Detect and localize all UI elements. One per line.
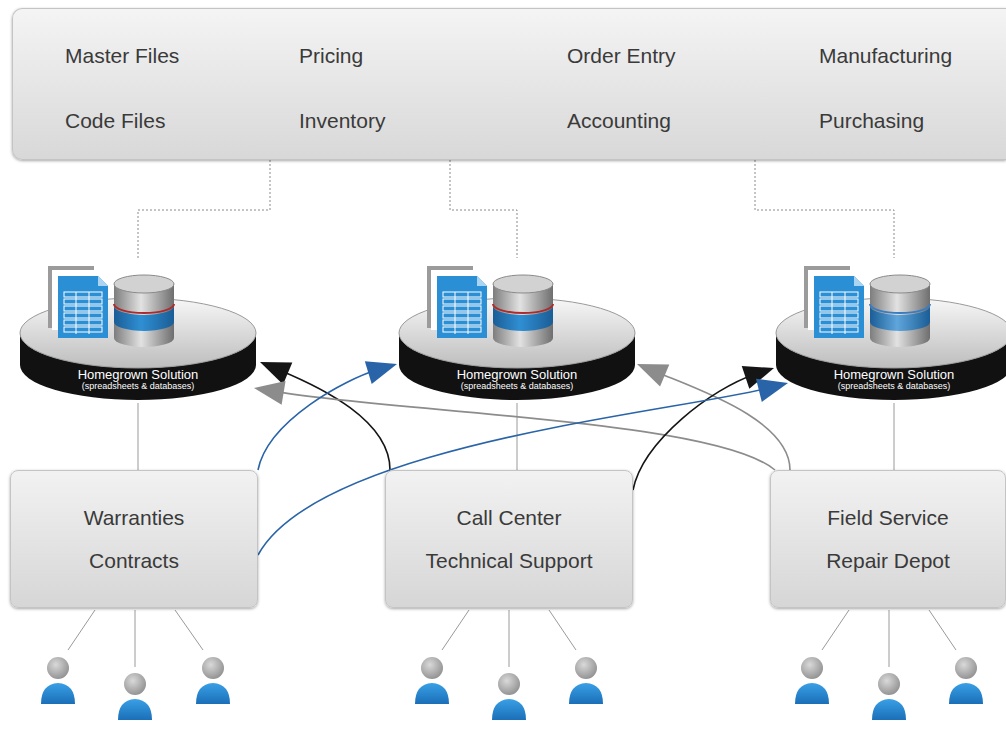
connector [637, 364, 790, 470]
flow-curve [258, 370, 376, 470]
module-name: Code Files [65, 108, 165, 133]
data-link [517, 403, 518, 470]
department-box: Call CenterTechnical Support [385, 470, 633, 608]
connector [258, 379, 788, 555]
dotted-link [450, 160, 517, 258]
department-name: Field Service [827, 505, 948, 530]
department-name: Technical Support [426, 548, 593, 573]
disk-subtitle: (spreadsheets & databases) [838, 382, 951, 391]
spreadsheet-icon [48, 266, 108, 338]
user-lines [68, 610, 956, 667]
connector [633, 366, 774, 490]
connector [138, 403, 139, 470]
module-name: Master Files [65, 43, 179, 68]
arrow-head [260, 362, 292, 385]
department-name: Warranties [84, 505, 185, 530]
arrow-head [365, 361, 397, 384]
flow-curve [657, 372, 790, 470]
module-name: Purchasing [819, 108, 924, 133]
data-link [894, 403, 895, 470]
connector [450, 160, 517, 258]
arrow-head [254, 381, 286, 405]
department-name: Repair Depot [826, 548, 950, 573]
module-band: Master Files Pricing Order Entry Manufactur… [12, 8, 1006, 160]
module-name: Manufacturing [819, 43, 952, 68]
dotted-link [755, 160, 894, 258]
disk-title: Homegrown Solution [78, 368, 199, 382]
dotted-link [138, 160, 270, 258]
connector [894, 403, 895, 470]
data-link [138, 403, 139, 470]
homegrown-disk: Homegrown Solution(spreadsheets & databa… [774, 258, 1006, 403]
connector [138, 160, 270, 258]
spreadsheet-icon [804, 266, 864, 338]
module-name: Accounting [567, 108, 671, 133]
user-icons [41, 657, 983, 720]
homegrown-disk: Homegrown Solution(spreadsheets & databa… [397, 258, 637, 403]
department-box: WarrantiesContracts [10, 470, 258, 608]
module-name: Order Entry [567, 43, 676, 68]
database-icon [114, 275, 174, 347]
arrow-head [756, 379, 788, 402]
flow-curve [280, 370, 390, 470]
disk-label: Homegrown Solution(spreadsheets & databa… [397, 368, 637, 391]
disk-title: Homegrown Solution [834, 368, 955, 382]
database-icon [870, 275, 930, 347]
arrow-head [637, 364, 669, 387]
disk-label: Homegrown Solution(spreadsheets & databa… [774, 368, 1006, 391]
homegrown-disk: Homegrown Solution(spreadsheets & databa… [18, 258, 258, 403]
connector [258, 361, 397, 470]
database-icon [493, 275, 553, 347]
disk-subtitle: (spreadsheets & databases) [82, 382, 195, 391]
disk-label: Homegrown Solution(spreadsheets & databa… [18, 368, 258, 391]
connector [517, 403, 518, 470]
connector [755, 160, 894, 258]
disk-title: Homegrown Solution [457, 368, 578, 382]
module-name: Inventory [299, 108, 385, 133]
spreadsheet-icon [427, 266, 487, 338]
flow-curve [633, 375, 753, 490]
department-box: Field ServiceRepair Depot [770, 470, 1006, 608]
department-name: Contracts [89, 548, 179, 573]
disk-subtitle: (spreadsheets & databases) [461, 382, 574, 391]
module-name: Pricing [299, 43, 363, 68]
department-name: Call Center [456, 505, 561, 530]
